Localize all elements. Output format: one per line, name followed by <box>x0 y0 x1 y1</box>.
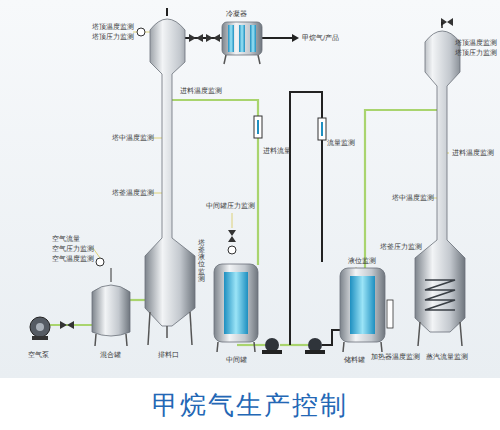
instrument-label: 塔顶压力监测 <box>92 34 134 41</box>
left-column <box>145 19 195 326</box>
condenser <box>222 22 262 64</box>
instrument-label: 甲烷气/产品 <box>302 35 339 42</box>
instrument-label: 塔中温度监测 <box>392 195 434 202</box>
right-column <box>415 31 465 332</box>
product-arrow <box>292 34 299 42</box>
heater-coil <box>425 280 455 310</box>
instrument-label: 中间罐压力监测 <box>206 203 255 210</box>
gauges <box>96 28 236 266</box>
instrument-label: 塔釜温度监测 <box>112 190 154 197</box>
instrument-label: 储料罐 <box>344 357 365 364</box>
leader-lines <box>93 32 455 268</box>
instrument-label: 空气温度监测 <box>52 256 94 263</box>
instrument-label: 塔中温度监测 <box>112 135 154 142</box>
instrument-label: 流量监测 <box>327 140 355 147</box>
left-column-legs <box>148 312 192 345</box>
instrument-label: 空气压力监测 <box>52 246 94 253</box>
right-column-vent <box>441 22 443 28</box>
storage-tank <box>340 268 393 352</box>
pumps <box>262 338 325 354</box>
flowmeters <box>254 116 326 140</box>
instrument-label: 塔顶温度监测 <box>455 40 497 47</box>
instrument-label: 空气流量 <box>52 236 80 243</box>
instrument-label: 液位监测 <box>348 258 376 265</box>
instrument-label: 进料温度监测 <box>180 88 222 95</box>
instrument-label: 空气泵 <box>28 352 49 359</box>
panel-ground <box>0 0 500 378</box>
instrument-label: 混合罐 <box>100 352 121 359</box>
mixing-tank <box>92 268 130 346</box>
green-pipes <box>50 100 437 345</box>
diagram-title: 甲烷气生产控制 <box>0 388 500 423</box>
instrument-label: 塔顶温度监测 <box>92 24 134 31</box>
instrument-label: 蒸汽流量监测 <box>426 354 468 361</box>
instrument-label: 进料温度监测 <box>452 150 494 157</box>
instrument-label: 冷凝器 <box>226 11 247 18</box>
middle-tank <box>214 264 258 352</box>
air-pump <box>30 317 50 340</box>
right-column-legs <box>418 322 462 346</box>
instrument-label: 塔顶压力监测 <box>455 50 497 57</box>
instrument-label: 进料流量 <box>263 148 291 155</box>
instrument-label: 中间罐 <box>226 357 247 364</box>
instrument-label: 加热器温度监测 <box>371 354 420 361</box>
instrument-label: 排料口 <box>158 352 179 359</box>
instrument-label: 塔釜液位监测 <box>198 240 205 283</box>
instrument-label: 塔釜压力监测 <box>380 244 422 251</box>
